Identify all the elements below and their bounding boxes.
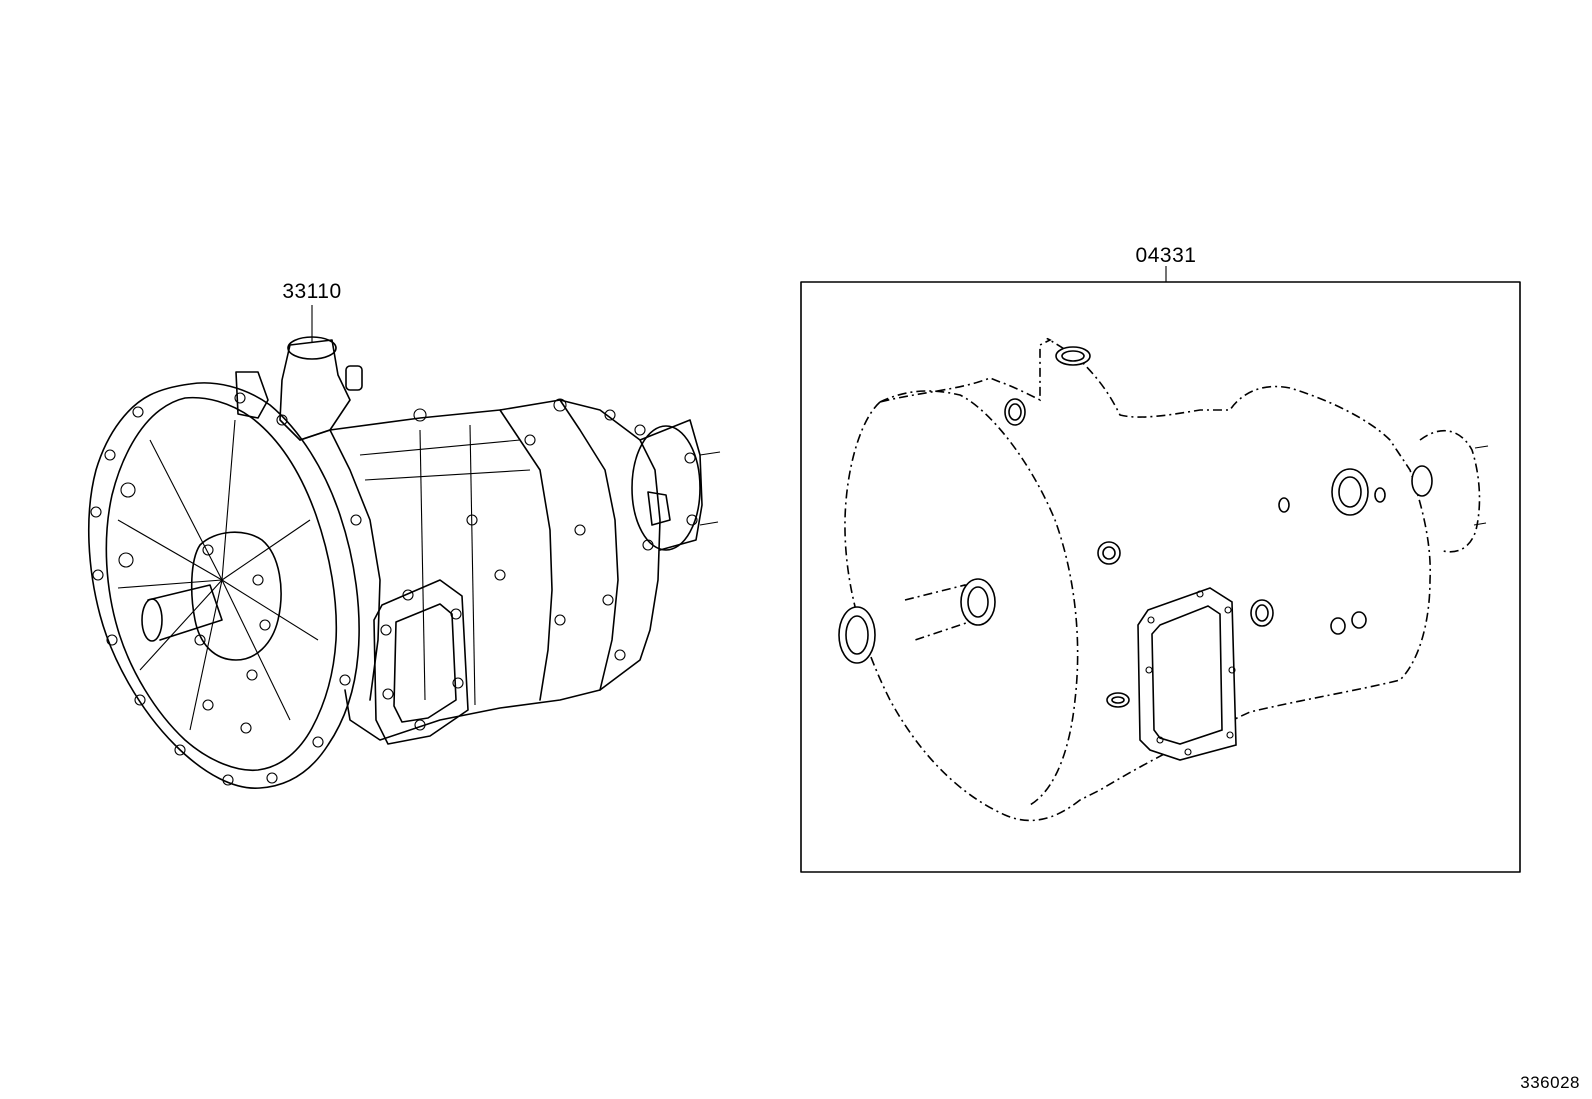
gasket-kit-illustration <box>838 338 1489 822</box>
part-callout-33110: 33110 <box>282 280 341 303</box>
transmission-assembly-illustration <box>87 305 721 789</box>
kit-frame <box>800 281 1521 873</box>
illustration-reference-number: 336028 <box>1520 1073 1580 1092</box>
part-callout-04331: 04331 <box>1136 244 1197 267</box>
